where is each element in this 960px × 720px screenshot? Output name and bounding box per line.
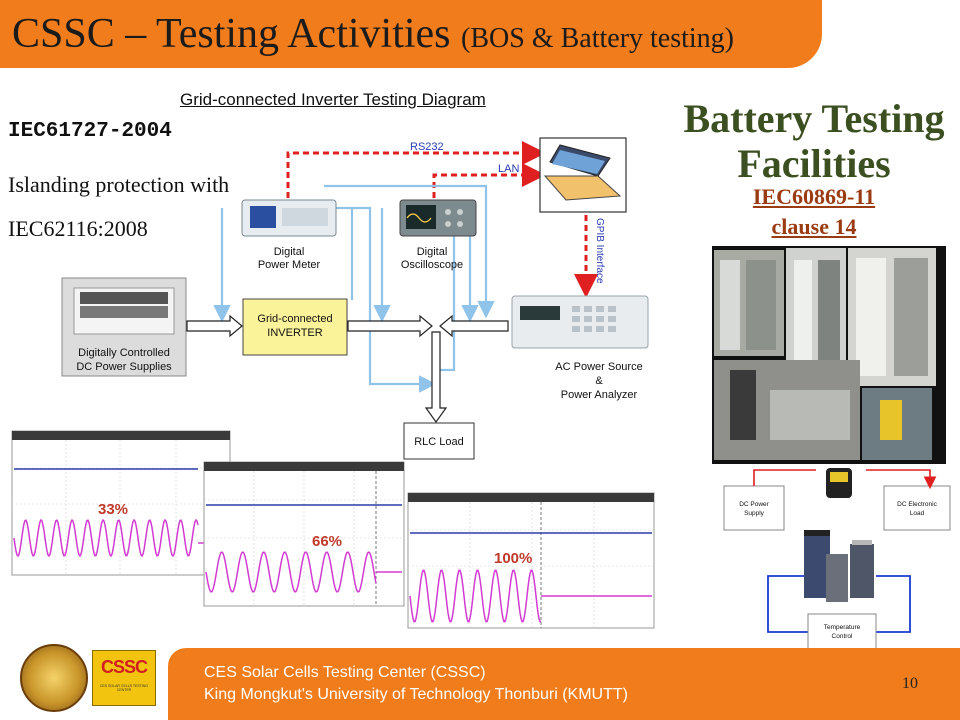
laptop-icon (539, 137, 627, 213)
osc-capture-100 (407, 492, 655, 629)
rs232-line (286, 141, 598, 298)
title-main: CSSC – Testing Activities (12, 11, 451, 57)
dc-electronic-load-label-2: Load (910, 510, 925, 517)
kmutt-seal-icon (20, 644, 88, 712)
footer-center-name: CES Solar Cells Testing Center (CSSC) (204, 664, 486, 681)
dc-power-supply-box (723, 485, 785, 531)
footer-university: King Mongkut's University of Technology … (204, 686, 628, 703)
battery-title-line2: Facilities (737, 141, 891, 186)
battery-analyzer-icon (826, 468, 852, 498)
gpib-label: GPIB Interface (594, 218, 605, 284)
power-meter-label-1: Digital (274, 246, 305, 258)
facility-photo-collage (712, 246, 946, 464)
oscilloscope-label-1: Digital (417, 246, 448, 258)
cssc-logo-text: CSSC (100, 657, 148, 677)
standard-iec62116: IEC62116:2008 (8, 216, 148, 241)
rlc-load-label: RLC Load (414, 436, 464, 448)
battery-clause: clause 14 (771, 214, 857, 239)
rlc-load-box (403, 422, 475, 460)
dc-supply-label-1: Digitally Controlled (78, 347, 170, 359)
title-sub: (BOS & Battery testing) (461, 23, 735, 54)
ac-source-icon (511, 295, 649, 349)
dc-supply-box (61, 277, 187, 377)
title-bar (0, 0, 822, 68)
islanding-text: Islanding protection with (8, 172, 230, 197)
temperature-control-label-1: Temperature (824, 624, 861, 631)
battery-cells-icon (804, 530, 874, 602)
dc-electronic-load-box (883, 485, 951, 531)
slide-title: CSSC – Testing Activities (BOS & Battery… (12, 10, 734, 58)
cssc-logo: CSSC CES SOLAR CELLS TESTING CENTER (92, 650, 156, 706)
osc-capture-33 (11, 430, 231, 576)
osc-label-33: 33% (98, 501, 128, 518)
diagram-title: Grid-connected Inverter Testing Diagram (180, 90, 486, 109)
dc-electronic-load-label-1: DC Electronic (897, 501, 937, 508)
inverter-box (242, 298, 348, 356)
rs232-label: RS232 (410, 141, 444, 153)
dc-power-supply-label-1: DC Power (739, 501, 769, 508)
battery-title: Battery Testing Facilities (662, 96, 960, 186)
osc-capture-66 (203, 461, 405, 607)
footer-bar (168, 648, 960, 720)
power-meter-label-2: Power Meter (258, 259, 321, 271)
osc-label-66: 66% (312, 533, 342, 550)
battery-standard: IEC60869-11 (752, 184, 876, 209)
standard-iec61727: IEC61727-2004 (8, 120, 172, 143)
cssc-logo-subtext: CES SOLAR CELLS TESTING CENTER (99, 684, 149, 692)
ac-source-label-2: & (595, 375, 603, 387)
inverter-label-2: INVERTER (267, 327, 322, 339)
ac-source-label-1: AC Power Source (555, 361, 642, 373)
temperature-control-box (807, 613, 877, 650)
dc-supply-label-2: DC Power Supplies (76, 361, 172, 373)
battery-title-line1: Battery Testing (683, 96, 945, 141)
power-meter-icon (241, 199, 337, 237)
page-number: 10 (902, 675, 918, 692)
temperature-control-label-2: Control (832, 633, 854, 640)
battery-facility-graphic: DC Power Supply DC Electronic Load Tempe… (712, 246, 951, 650)
lan-label: LAN (498, 163, 519, 175)
ac-source-label-3: Power Analyzer (561, 389, 638, 401)
dc-power-supply-label-2: Supply (744, 510, 765, 517)
oscilloscope-label-2: Oscilloscope (401, 259, 463, 271)
oscilloscope-icon (399, 199, 477, 237)
osc-label-100: 100% (494, 550, 532, 567)
inverter-label-1: Grid-connected (257, 313, 332, 325)
